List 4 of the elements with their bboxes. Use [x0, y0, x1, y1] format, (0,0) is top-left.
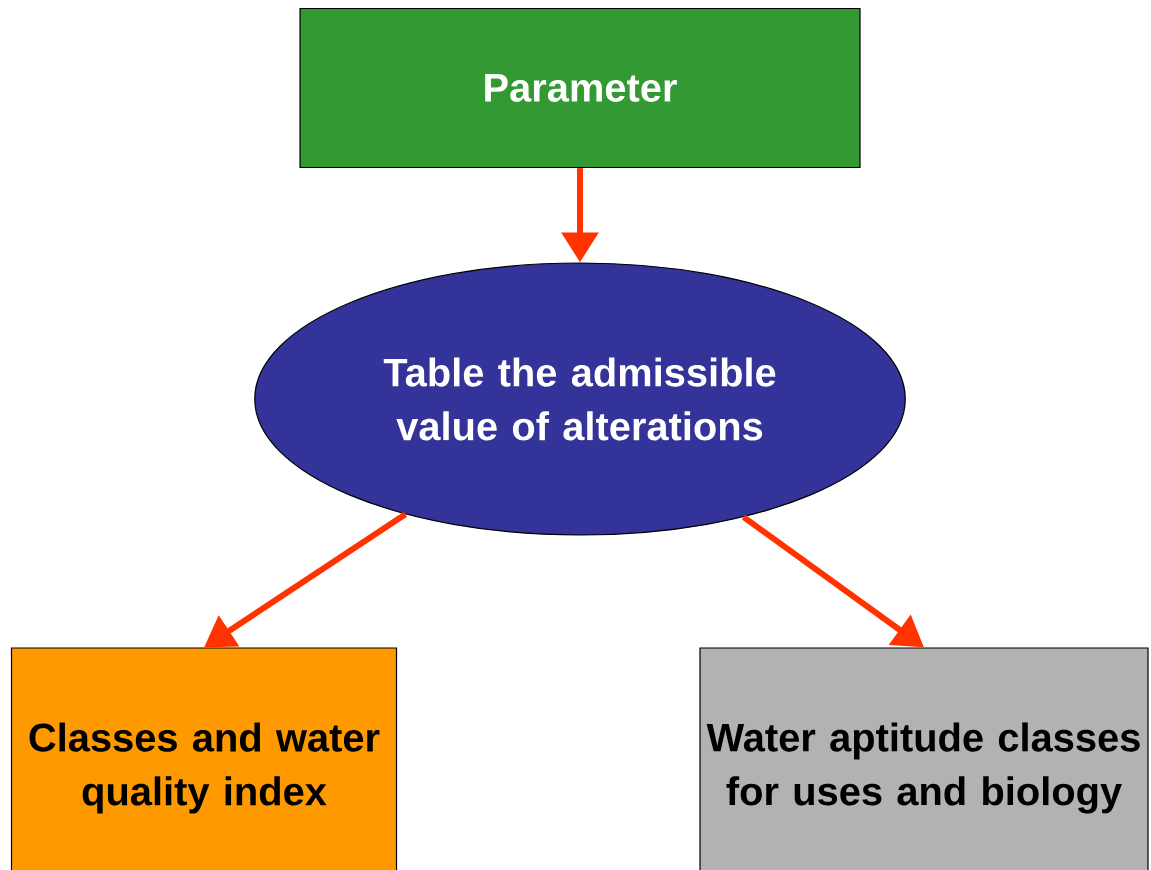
ellipse-node: Table the admissible value of alterations [254, 262, 906, 536]
process-box: Water aptitude classes for uses and biology [699, 647, 1149, 870]
process-box: Parameter [299, 7, 861, 169]
process-box: Classes and water quality index [10, 647, 398, 870]
